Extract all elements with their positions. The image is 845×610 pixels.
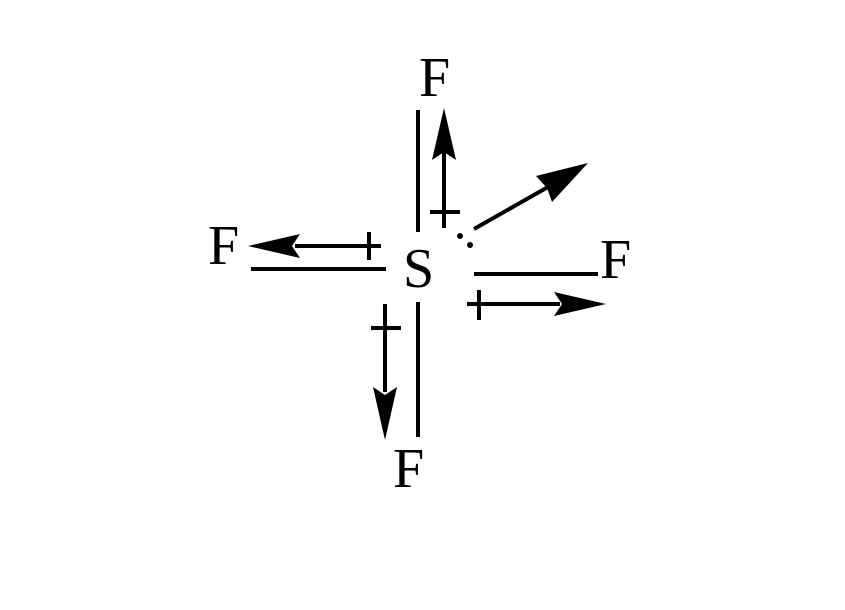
lone-pair-dot — [467, 242, 473, 248]
ligand-right-label: F — [600, 229, 631, 291]
dipole-arrow-right — [467, 290, 606, 320]
dipole-arrow-top — [430, 108, 460, 228]
dipole-arrow-lone-pair — [473, 163, 588, 231]
ligand-bottom-label: F — [393, 438, 424, 500]
dipole-arrow-bottom — [371, 304, 401, 440]
central-atom-label: S — [403, 238, 434, 300]
dipole-arrow-left — [248, 232, 381, 260]
ligand-top-label: F — [419, 47, 450, 109]
ligand-left-label: F — [208, 215, 239, 277]
lone-pair-dot — [457, 233, 463, 239]
